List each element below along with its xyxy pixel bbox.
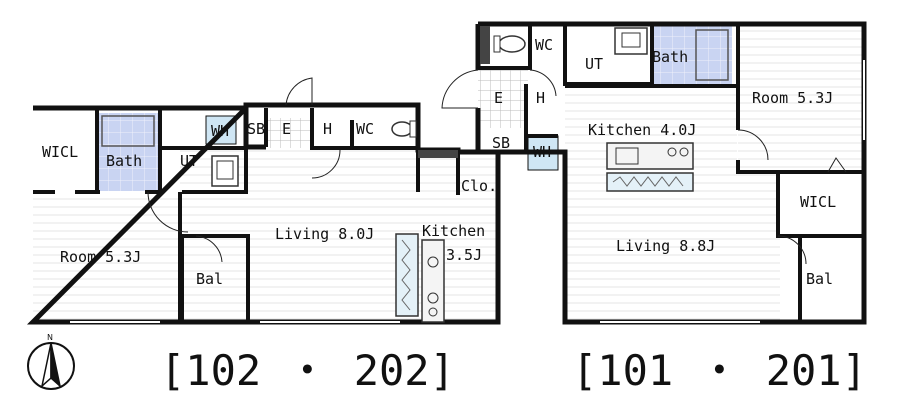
sink-icon <box>615 147 639 165</box>
e-label: E <box>282 120 291 138</box>
wc-label: WC <box>356 120 374 138</box>
kitchen-sink-counter <box>606 142 694 170</box>
stove <box>421 239 445 323</box>
bath-floor <box>97 113 160 191</box>
door-arc <box>311 149 341 179</box>
compass-icon: N <box>27 333 75 390</box>
toilet-tank <box>493 35 501 53</box>
door-arc <box>441 69 479 109</box>
e-label: E <box>494 89 503 107</box>
wicl-label: WICL <box>42 143 78 161</box>
unit-title-left: [102 ・ 202] <box>160 346 455 395</box>
bathtub <box>101 115 155 147</box>
burner-icon <box>428 307 438 317</box>
washbasin <box>614 27 648 55</box>
wh-label: WH <box>211 122 229 140</box>
bath-label: Bath <box>106 152 142 170</box>
ut-label: UT <box>180 152 198 170</box>
counter-zigzag <box>401 239 411 311</box>
burner-icon <box>427 292 439 304</box>
unit-101-201: WC UT Bath E H SB WH Kitchen 4.0J Room 5… <box>441 21 867 395</box>
toilet-icon <box>391 121 413 137</box>
toilet-icon <box>498 35 526 53</box>
door-arc <box>285 77 313 106</box>
door-arc <box>737 129 769 161</box>
wc-label: WC <box>535 36 553 54</box>
washbasin-inner <box>621 32 641 48</box>
bal-label: Bal <box>806 270 833 288</box>
bath-label: Bath <box>652 48 688 66</box>
washbasin-inner <box>216 160 234 180</box>
burner-icon <box>679 147 689 157</box>
room-label: Room 5.3J <box>752 89 833 107</box>
door-arc <box>529 69 557 97</box>
sb-label: SB <box>492 134 510 152</box>
entry-floor <box>266 118 312 148</box>
ut-label: UT <box>585 55 603 73</box>
door-arc <box>827 157 847 173</box>
sb-label: SB <box>247 120 265 138</box>
north-label: N <box>47 333 53 342</box>
living-label: Living 8.8J <box>616 237 715 255</box>
room-floor <box>738 24 864 172</box>
kitchen-counter <box>606 172 694 192</box>
wicl-label: WICL <box>800 193 836 211</box>
clo-label: Clo. <box>461 177 497 195</box>
living-label: Living 8.0J <box>275 225 374 243</box>
kitchen-counter <box>395 233 419 317</box>
burner-icon <box>667 147 677 157</box>
toilet-tank <box>409 120 417 138</box>
kitchen-label: Kitchen <box>422 222 485 240</box>
bal-label: Bal <box>196 270 223 288</box>
counter-zigzag <box>612 176 684 187</box>
bathtub <box>695 29 729 81</box>
unit-title-right: [101 ・ 201] <box>572 346 867 395</box>
door-arc <box>147 191 189 233</box>
interior-walls <box>33 108 460 322</box>
h-label: H <box>536 89 545 107</box>
washbasin <box>211 155 239 187</box>
living-floor <box>565 172 780 322</box>
door-arc <box>195 235 223 263</box>
kitchen-label: Kitchen 4.0J <box>588 121 696 139</box>
entry-floor <box>478 68 528 128</box>
burner-icon <box>427 256 439 268</box>
kitchen-size-label: 3.5J <box>446 246 482 264</box>
clo-dark-wall <box>418 150 458 158</box>
bath-floor <box>652 24 732 84</box>
unit-102-202: WICL Bath UT WH SB E H WC Room 5.3J Bal … <box>26 77 501 395</box>
wh-label: WH <box>533 143 551 161</box>
door-arc <box>777 235 807 265</box>
wc-dark-wall <box>480 26 490 64</box>
outer-walls <box>475 21 867 325</box>
room-label: Room 5.3J <box>60 248 141 266</box>
h-label: H <box>323 120 332 138</box>
